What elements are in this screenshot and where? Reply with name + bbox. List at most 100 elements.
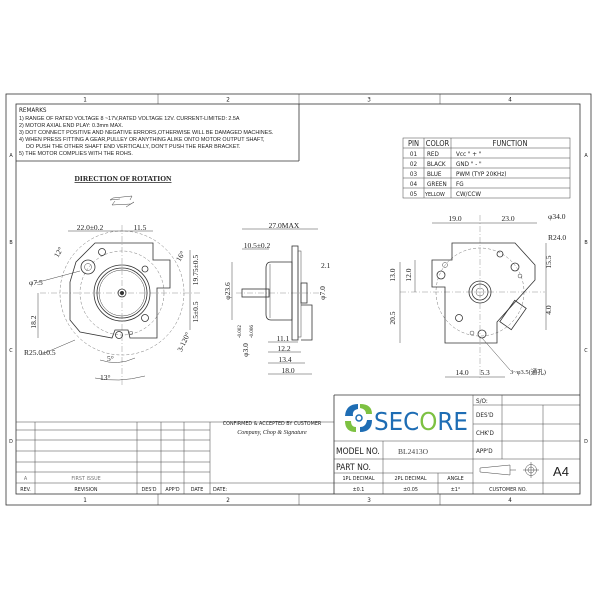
svg-text:SECORE: SECORE [374, 407, 468, 436]
zone-row-b: B [9, 240, 12, 246]
table-row: 01 RED Vcc " + " [410, 151, 482, 158]
logo-text-c: RE [437, 407, 468, 436]
revision-header: REVISION [74, 487, 98, 493]
dim-label: 12.0 [404, 268, 413, 281]
outer-border [5, 93, 592, 506]
dim-label: 4.0 [544, 305, 553, 315]
date-label: DATE: [213, 487, 228, 493]
zone-col-1: 1 [83, 97, 87, 104]
svg-text:Vcc " + ": Vcc " + " [456, 151, 482, 158]
zone-row-a-right: A [584, 153, 588, 159]
dim-label: 16° [174, 249, 187, 263]
customer-no-label: CUSTOMER NO. [489, 487, 527, 493]
part-label: PART NO. [336, 463, 371, 473]
dim-label: 10.5±0.2 [244, 241, 271, 250]
logo-text-b: O [419, 407, 437, 436]
desd-label: DES'D [476, 412, 494, 419]
dim-label: R24.0 [548, 233, 566, 242]
confirm-label: CONFIRMED & ACCEPTED BY CUSTOMER [223, 421, 322, 427]
tol-header-1pl: 1PL DECIMAL [342, 476, 374, 482]
dim-label: 13° [100, 373, 111, 382]
svg-text:04: 04 [410, 181, 418, 188]
svg-text:05: 05 [410, 191, 418, 198]
dim-label: 15.5 [544, 255, 553, 268]
dim-label: 19.75±0.5 [191, 255, 200, 286]
tol-value-angle: ±1° [451, 487, 461, 493]
dim-label: 13.0 [388, 268, 397, 281]
remark-line: 2) MOTOR AXIAL END PLAY: 0.3mm MAX. [19, 123, 123, 129]
zone-markers: 1 2 3 4 1 2 3 4 A B C D A B C D [9, 94, 588, 505]
logo-text-a: SEC [374, 407, 419, 436]
dim-label: φ34.0 [548, 212, 566, 221]
remark-line: 5) THE MOTOR COMPLIES WITH THE ROHS. [19, 151, 133, 157]
zone-row-c-right: C [584, 348, 588, 354]
zone-col-3: 3 [367, 97, 371, 104]
svg-text:GREEN: GREEN [427, 181, 447, 188]
dim-label: 15±0.5 [191, 301, 200, 322]
zone-row-d: D [9, 439, 13, 445]
rear-view: 19.0 23.0 φ34.0 R24.0 15.5 4.0 13.0 12.0… [388, 212, 566, 380]
dim-label: 5.3 [480, 368, 490, 377]
rev-header: REV. [20, 487, 31, 493]
dim-label: 19.0 [448, 214, 461, 223]
dim-label: 11.1 [277, 334, 290, 343]
chkd-label: CHK'D [476, 430, 494, 437]
svg-text:YELLOW: YELLOW [424, 192, 445, 198]
table-row: 04 GREEN FG [410, 181, 464, 188]
svg-text:CW/CCW: CW/CCW [456, 191, 481, 198]
dim-label: 2.1 [321, 261, 331, 270]
remark-line: DO PUSH THE OTHER SHAFT END VERTICALLY, … [26, 144, 241, 150]
dim-label: φ23.6 [223, 282, 232, 300]
dim-label: 12.2 [277, 344, 290, 353]
tol-value-2pl: ±0.05 [403, 487, 418, 493]
svg-text:01: 01 [410, 151, 418, 158]
table-row: 03 BLUE PWM (TYP 20KHz) [410, 171, 507, 178]
date-header: DATE [191, 487, 204, 493]
zone-col-4: 4 [508, 97, 512, 104]
table-row: 05 YELLOW CW/CCW [410, 191, 481, 198]
zone-col-3-bottom: 3 [367, 497, 371, 504]
remark-line: 1) RANGE OF RATED VOLTAGE 8 ~17V,RATED V… [19, 116, 240, 122]
svg-text:FG: FG [456, 181, 464, 188]
svg-text:03: 03 [410, 171, 418, 178]
first-angle-projection-icon [479, 462, 539, 478]
zone-row-b-right: B [584, 240, 587, 246]
svg-text:02: 02 [410, 161, 418, 168]
remark-line: 4) WHEN PRESS FITTING A GEAR,PULLEY OR A… [19, 137, 265, 143]
desd-header: DES'D [142, 487, 157, 493]
title-block: SECORE S/O: DES'D CHK'D APP'D MODEL NO. … [333, 394, 580, 494]
dim-label: 20.5 [388, 311, 397, 324]
dim-label: 5° [107, 354, 114, 363]
zone-row-a: A [9, 153, 13, 159]
remarks-box: REMARKS 1) RANGE OF RATED VOLTAGE 8 ~17V… [16, 104, 300, 162]
svg-text:PWM (TYP 20KHz): PWM (TYP 20KHz) [456, 171, 506, 178]
zone-col-2: 2 [226, 97, 230, 104]
svg-text:BLACK: BLACK [427, 161, 446, 168]
revision-value: FIRST ISSUE [71, 476, 100, 482]
svg-text:RED: RED [427, 151, 440, 158]
dim-label: 12° [52, 245, 65, 259]
tol-header-2pl: 2PL DECIMAL [394, 476, 426, 482]
dim-label: 3~φ3.5(通孔) [510, 367, 546, 376]
dim-label: φ7.5 [29, 278, 43, 287]
model-value: BL2413O [398, 447, 429, 456]
model-label: MODEL NO. [336, 447, 380, 457]
dim-label: 11.5 [134, 223, 147, 232]
dim-label: -0.002 [238, 325, 243, 338]
so-label: S/O: [476, 398, 488, 405]
zone-row-c: C [9, 348, 13, 354]
appd-label: APP'D [476, 448, 493, 455]
dim-label: 27.0MAX [269, 221, 300, 230]
svg-text:BLUE: BLUE [427, 171, 442, 178]
rotation-title: DIRECTION OF ROTATION [75, 174, 173, 183]
signature-label: Company, Chop & Signature [237, 430, 307, 436]
remark-line: 3) DOT CONNECT POSITIVE AND NEGATIVE ERR… [19, 130, 273, 136]
side-view: 27.0MAX 10.5±0.2 φ23.6 2.1 φ7.0 φ3.0 -0.… [223, 221, 331, 375]
zone-row-d-right: D [584, 439, 588, 445]
remarks-title: REMARKS [19, 107, 47, 114]
secore-logo: SECORE [345, 404, 468, 436]
logo-fan-icon [345, 404, 372, 432]
